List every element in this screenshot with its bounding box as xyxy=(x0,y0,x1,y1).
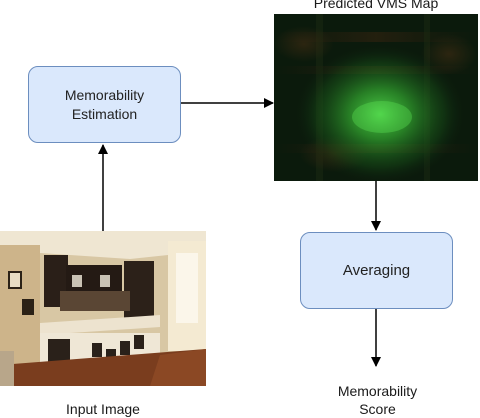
predicted-vms-map xyxy=(274,14,478,181)
input-image-caption: Input Image xyxy=(66,401,140,417)
averaging-label: Averaging xyxy=(342,262,411,279)
estimation-label-line1: Memorability xyxy=(64,86,145,103)
score-caption-line1: Memorability xyxy=(337,383,418,399)
averaging-box: Averaging xyxy=(300,232,453,309)
memorability-score-caption: Memorability Score xyxy=(300,382,455,418)
score-caption-line2: Score xyxy=(359,401,396,417)
input-image xyxy=(0,231,206,386)
vms-map-title: Predicted VMS Map xyxy=(313,0,439,11)
memorability-estimation-box: Memorability Estimation xyxy=(28,66,181,143)
estimation-label-line2: Estimation xyxy=(71,105,138,122)
